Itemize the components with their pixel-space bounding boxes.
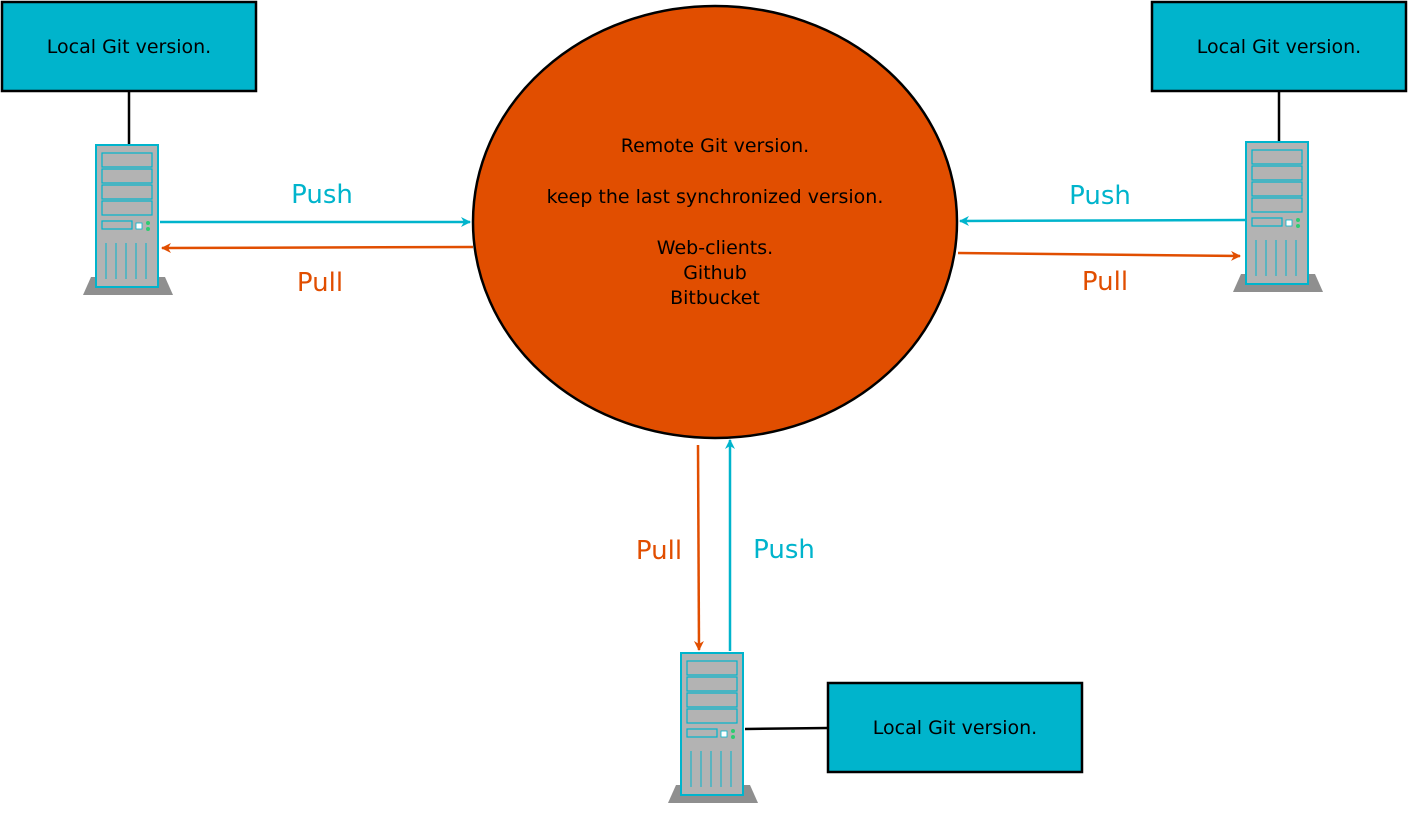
push-label-right: Push bbox=[1069, 181, 1131, 211]
push-label-bottom: Push bbox=[753, 535, 815, 565]
pull-arrow-bottom bbox=[693, 444, 704, 651]
client-left: Local Git version. Push Pull bbox=[0, 0, 474, 298]
local-repo-box-left bbox=[0, 0, 258, 93]
remote-webclient-github: Github bbox=[683, 262, 747, 284]
remote-repository: Remote Git version. keep the last synchr… bbox=[471, 4, 959, 440]
remote-repository-ellipse bbox=[471, 4, 959, 440]
push-arrow-right bbox=[959, 215, 1247, 226]
server-icon bbox=[82, 144, 174, 296]
local-repo-label-bottom: Local Git version. bbox=[873, 717, 1037, 739]
pull-arrow-right bbox=[957, 250, 1241, 261]
client-right: Local Git version. Push Pull bbox=[957, 0, 1408, 297]
local-repo-label-left: Local Git version. bbox=[47, 36, 211, 58]
local-repo-label-right: Local Git version. bbox=[1197, 36, 1361, 58]
remote-webclient-bitbucket: Bitbucket bbox=[670, 287, 760, 309]
server-icon bbox=[667, 652, 759, 804]
pull-label-right: Pull bbox=[1082, 267, 1128, 297]
pull-label-bottom: Pull bbox=[636, 536, 682, 566]
remote-description: keep the last synchronized version. bbox=[547, 186, 884, 208]
pull-label-left: Pull bbox=[297, 268, 343, 298]
connector-line-bottom bbox=[744, 726, 829, 731]
client-bottom: Local Git version. Pull Push bbox=[636, 439, 1084, 804]
push-label-left: Push bbox=[291, 180, 353, 210]
local-repo-box-bottom bbox=[826, 681, 1084, 774]
local-repo-box-right bbox=[1150, 0, 1408, 93]
server-icon bbox=[1232, 141, 1324, 293]
pull-arrow-left bbox=[161, 242, 474, 253]
remote-webclients-heading: Web-clients. bbox=[657, 237, 773, 259]
remote-title: Remote Git version. bbox=[621, 135, 809, 157]
